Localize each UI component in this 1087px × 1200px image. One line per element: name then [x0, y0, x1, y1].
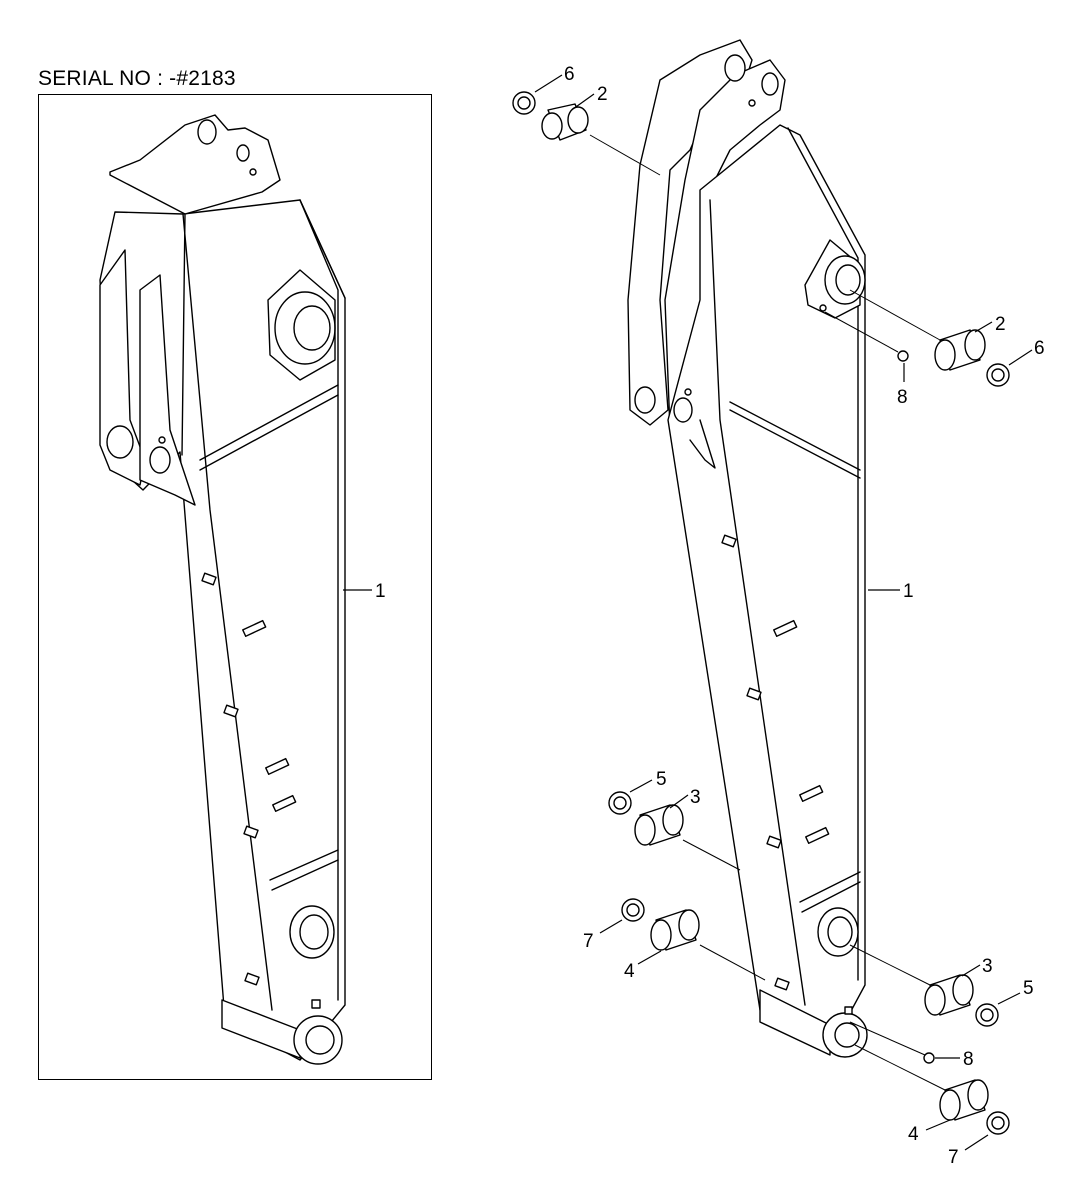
shim-7-low-right [986, 1111, 1010, 1135]
callout-left-1: 1 [375, 581, 386, 602]
right-arm-assembly [627, 39, 868, 1058]
callout-low-left-7: 7 [583, 931, 594, 952]
left-arm-top-bracket [109, 114, 281, 215]
grease-nipple-8-top [897, 350, 909, 362]
shim-6-top-left [512, 91, 536, 115]
right-arm-hinge-lug-left [627, 39, 753, 426]
callout-mid-left-5: 5 [656, 769, 667, 790]
callout-mid-right-3: 3 [982, 956, 993, 977]
shim-5-mid-left [608, 791, 632, 815]
callout-nipple-bottom-8: 8 [963, 1049, 974, 1070]
bushing-2-top-right [934, 329, 986, 371]
callout-top-left-2: 2 [597, 84, 608, 105]
callout-low-right-4: 4 [908, 1124, 919, 1145]
callout-top-right-2: 2 [995, 314, 1006, 335]
callout-top-left-6: 6 [564, 64, 575, 85]
callout-mid-right-5: 5 [1023, 978, 1034, 999]
shim-7-low-left [621, 898, 645, 922]
left-arm-top-hole-1 [197, 119, 217, 145]
serial-variant-frame [38, 94, 432, 1080]
callout-right-1: 1 [903, 581, 914, 602]
bushing-4-low-left [650, 909, 700, 951]
bushing-3-mid-right [924, 974, 974, 1016]
shim-5-mid-right [975, 1003, 999, 1027]
left-arm-lower-hole-2 [149, 446, 171, 474]
bushing-3-mid-left [634, 804, 684, 846]
left-arm-boss-upper [274, 291, 336, 365]
bushing-2-top-left [541, 103, 589, 141]
left-arm-bucket-eye [293, 1015, 343, 1065]
callout-nipple-top-8: 8 [897, 387, 908, 408]
callout-mid-left-3: 3 [690, 787, 701, 808]
bushing-4-low-right [939, 1079, 989, 1121]
right-arm-boss-upper [824, 255, 866, 305]
serial-number-label: SERIAL NO : -#2183 [38, 67, 236, 90]
callout-low-right-7: 7 [948, 1147, 959, 1168]
shim-6-top-right [986, 363, 1010, 387]
callout-low-left-4: 4 [624, 961, 635, 982]
left-arm-assembly [99, 114, 346, 1065]
grease-nipple-8-bottom [923, 1052, 935, 1064]
left-arm-lower-hole-1 [106, 425, 134, 459]
right-arm-bucket-eye [822, 1012, 868, 1058]
left-arm-top-hole-2 [236, 144, 250, 162]
callout-top-right-6: 6 [1034, 338, 1045, 359]
